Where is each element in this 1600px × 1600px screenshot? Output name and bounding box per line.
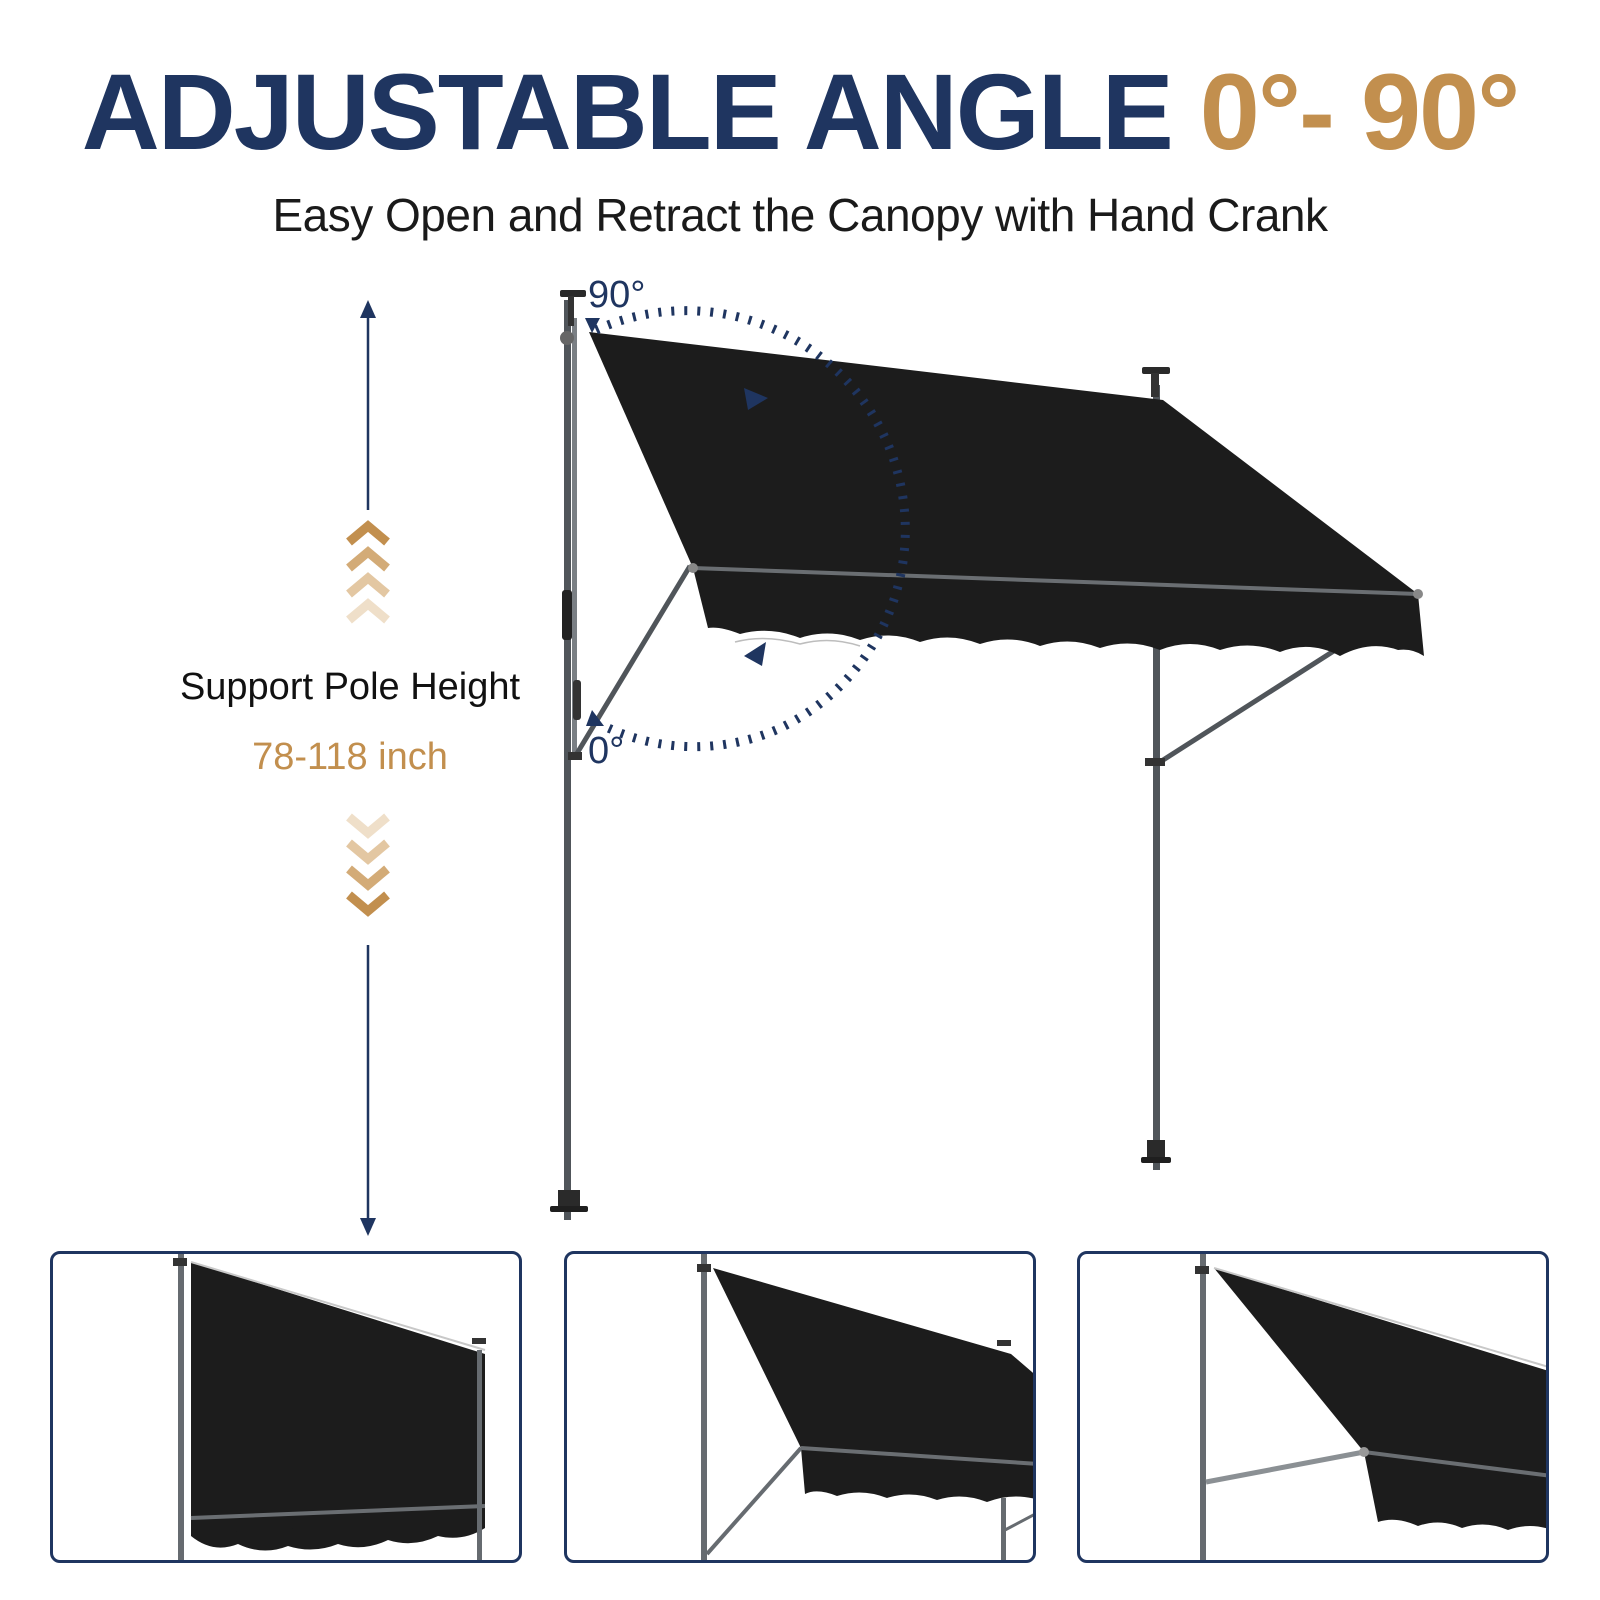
title-accent: 0°- 90° xyxy=(1199,51,1521,172)
height-dimension-line xyxy=(360,300,376,1236)
awning-canopy xyxy=(589,332,1424,656)
angle-max-label: 90° xyxy=(588,274,646,316)
down-arrow-icon xyxy=(360,1218,376,1236)
up-arrow-icon xyxy=(360,300,376,318)
chevron-up-icon xyxy=(346,520,390,624)
left-support-pole xyxy=(550,290,588,1220)
angle-min-label: 0° xyxy=(588,730,625,772)
angle-position-high-panel xyxy=(1077,1251,1549,1563)
right-brace-arm xyxy=(1158,644,1342,765)
support-pole-value: 78-118 inch xyxy=(252,736,448,778)
left-brace-arm xyxy=(573,564,693,757)
chevron-down-icon xyxy=(346,813,390,917)
angle-position-mid-panel xyxy=(564,1251,1036,1563)
subtitle: Easy Open and Retract the Canopy with Ha… xyxy=(272,189,1328,241)
title-main: ADJUSTABLE ANGLE xyxy=(81,51,1174,172)
angle-arc-icon xyxy=(585,306,910,752)
angle-position-vertical-panel xyxy=(50,1251,522,1563)
page-title: ADJUSTABLE ANGLE 0°- 90° xyxy=(0,58,1600,166)
support-pole-label: Support Pole Height xyxy=(179,666,521,708)
right-support-pole xyxy=(1141,367,1171,1170)
